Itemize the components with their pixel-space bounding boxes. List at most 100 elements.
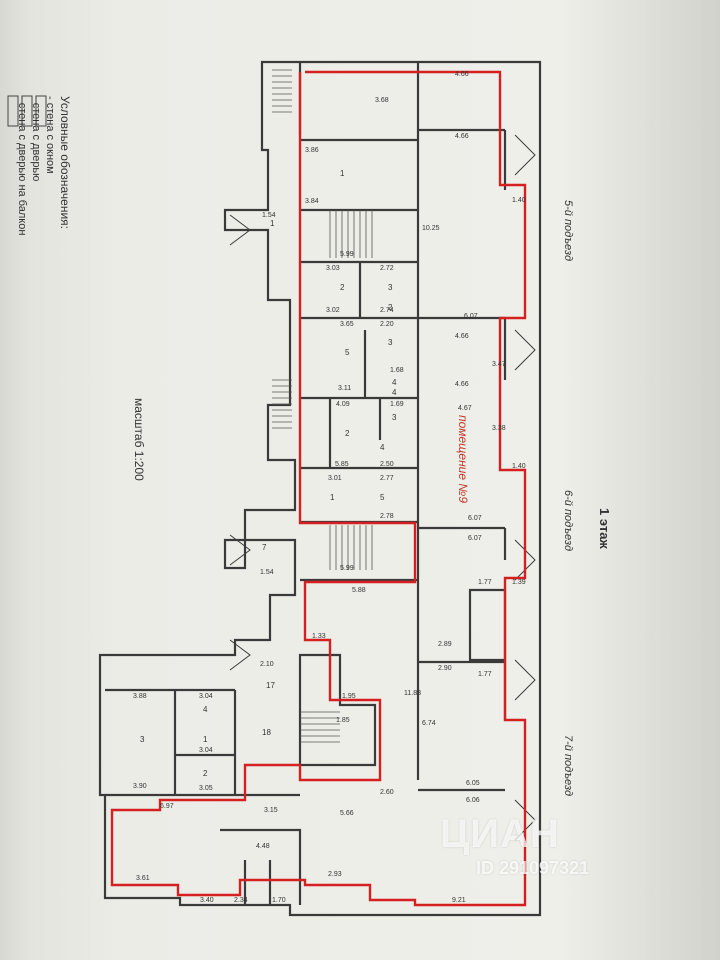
dim-label: 3.15 — [264, 807, 278, 814]
dim-label: 2.90 — [438, 665, 452, 672]
entrance-label: 6-й подъезд — [562, 490, 574, 552]
entrance-label: 7-й подъезд — [562, 735, 574, 797]
floor-label: 1 этаж — [597, 508, 612, 549]
dim-label: 3.11 — [338, 385, 351, 392]
dim-label: 3.61 — [136, 875, 150, 882]
dim-label: 5.99 — [340, 251, 354, 258]
dim-label: 9.21 — [452, 897, 466, 904]
dim-label: 1.54 — [260, 569, 274, 576]
room-number: 3 — [392, 413, 397, 422]
dim-label: 2.77 — [380, 475, 394, 482]
room-number: 4 — [380, 443, 385, 452]
dim-label: 2.10 — [260, 661, 274, 668]
dim-label: 3.01 — [328, 475, 342, 482]
room-number: 4 — [392, 388, 397, 397]
legend-symbols — [7, 95, 47, 127]
dim-label: 3.84 — [305, 198, 319, 205]
dim-label: 4.09 — [336, 401, 350, 408]
dim-label: 1.68 — [390, 367, 404, 374]
legend-item-door: - стена с дверью — [30, 96, 42, 182]
dim-label: 3.05 — [199, 785, 213, 792]
dim-label: 6.05 — [466, 780, 480, 787]
room-number: 2 — [388, 303, 393, 312]
legend-item-window: - стена с окном — [44, 96, 56, 174]
dim-label: 5.66 — [340, 810, 354, 817]
dim-label: 3.88 — [133, 693, 147, 700]
dim-label: 6.07 — [468, 535, 482, 542]
dim-label: 3.04 — [199, 693, 213, 700]
dim-label: 5.99 — [340, 565, 354, 572]
dim-label: 1.70 — [272, 897, 286, 904]
dim-label: 2.50 — [380, 461, 394, 468]
dim-label: 2.93 — [328, 871, 342, 878]
dim-label: 1.77 — [478, 671, 492, 678]
room-9-label: помещение №9 — [456, 415, 470, 504]
dim-label: 6.07 — [468, 515, 482, 522]
dim-label: 6.07 — [464, 313, 478, 320]
dim-label: 6.97 — [160, 803, 174, 810]
dim-label: 11.83 — [404, 690, 421, 697]
room-number: 3 — [388, 338, 393, 347]
room-number: 18 — [262, 728, 271, 737]
dim-label: 3.40 — [200, 897, 214, 904]
dim-label: 4.66 — [455, 381, 469, 388]
dim-label: 6.06 — [466, 797, 480, 804]
dim-label: 3.90 — [133, 783, 147, 790]
dim-label: 5.85 — [335, 461, 349, 468]
room-number: 5 — [345, 348, 350, 357]
dim-label: 2.72 — [380, 265, 394, 272]
dim-label: 1.40 — [512, 197, 526, 204]
dim-label: 3.38 — [492, 425, 506, 432]
scale-label: масштаб 1:200 — [132, 398, 146, 481]
dim-label: 1.33 — [312, 633, 326, 640]
entrance-label: 5-й подъезд — [562, 200, 574, 262]
dim-label: 1.95 — [342, 693, 356, 700]
dim-label: 5.88 — [352, 587, 366, 594]
dim-label: 10.25 — [422, 225, 440, 232]
room-numbers: 1 2 3 4 5 7 1 2 3 4 5 1 3 4 2 17 18 1 2 … — [140, 169, 397, 778]
room-number: 7 — [262, 543, 267, 552]
dim-label: 1.85 — [336, 717, 350, 724]
cian-watermark: ЦИАН — [440, 812, 560, 856]
dim-label: 2.78 — [380, 513, 394, 520]
dim-label: 3.47 — [492, 361, 506, 368]
listing-id-watermark: ID 291097321 — [476, 858, 590, 878]
stairs — [272, 69, 373, 743]
dim-label: 4.66 — [455, 133, 469, 140]
dim-label: 1.77 — [478, 579, 492, 586]
dim-label: 3.68 — [375, 97, 389, 104]
room-number: 4 — [203, 705, 208, 714]
room-number: 1 — [203, 735, 208, 744]
dim-label: 3.04 — [199, 747, 213, 754]
dim-label: 4.67 — [458, 405, 472, 412]
window-markers — [229, 134, 536, 841]
room-number: 2 — [340, 283, 345, 292]
dim-label: 1.69 — [390, 401, 404, 408]
room-number: 4 — [392, 378, 397, 387]
room-number: 3 — [388, 283, 393, 292]
dim-label: 3.03 — [326, 265, 340, 272]
dim-label: 2.74 — [380, 307, 394, 314]
room-number: 1 — [270, 219, 275, 228]
dim-label: 6.74 — [422, 720, 436, 727]
room-number: 1 — [340, 169, 345, 178]
dim-label: 4.66 — [455, 333, 469, 340]
legend-title: Условные обозначения: — [58, 96, 72, 229]
dimension-labels: 4.66 4.66 3.68 3.86 3.84 10.25 6.07 4.66… — [133, 71, 526, 904]
legend-item-balcony-door: - стена с дверью на балкон — [16, 96, 28, 236]
room-number: 17 — [266, 681, 275, 690]
dim-label: 3.02 — [326, 307, 340, 314]
room-number: 1 — [330, 493, 335, 502]
room-number: 3 — [140, 735, 145, 744]
room-number: 2 — [345, 429, 350, 438]
dim-label: 2.89 — [438, 641, 452, 648]
dim-label: 1.40 — [512, 463, 526, 470]
dim-label: 2.34 — [234, 897, 248, 904]
plan-walls — [98, 60, 542, 917]
dim-label: 2.20 — [380, 321, 394, 328]
dim-label: 2.60 — [380, 789, 394, 796]
dim-label: 4.66 — [455, 71, 469, 78]
dim-label: 1.39 — [512, 579, 526, 586]
room-9-boundary — [110, 70, 527, 907]
